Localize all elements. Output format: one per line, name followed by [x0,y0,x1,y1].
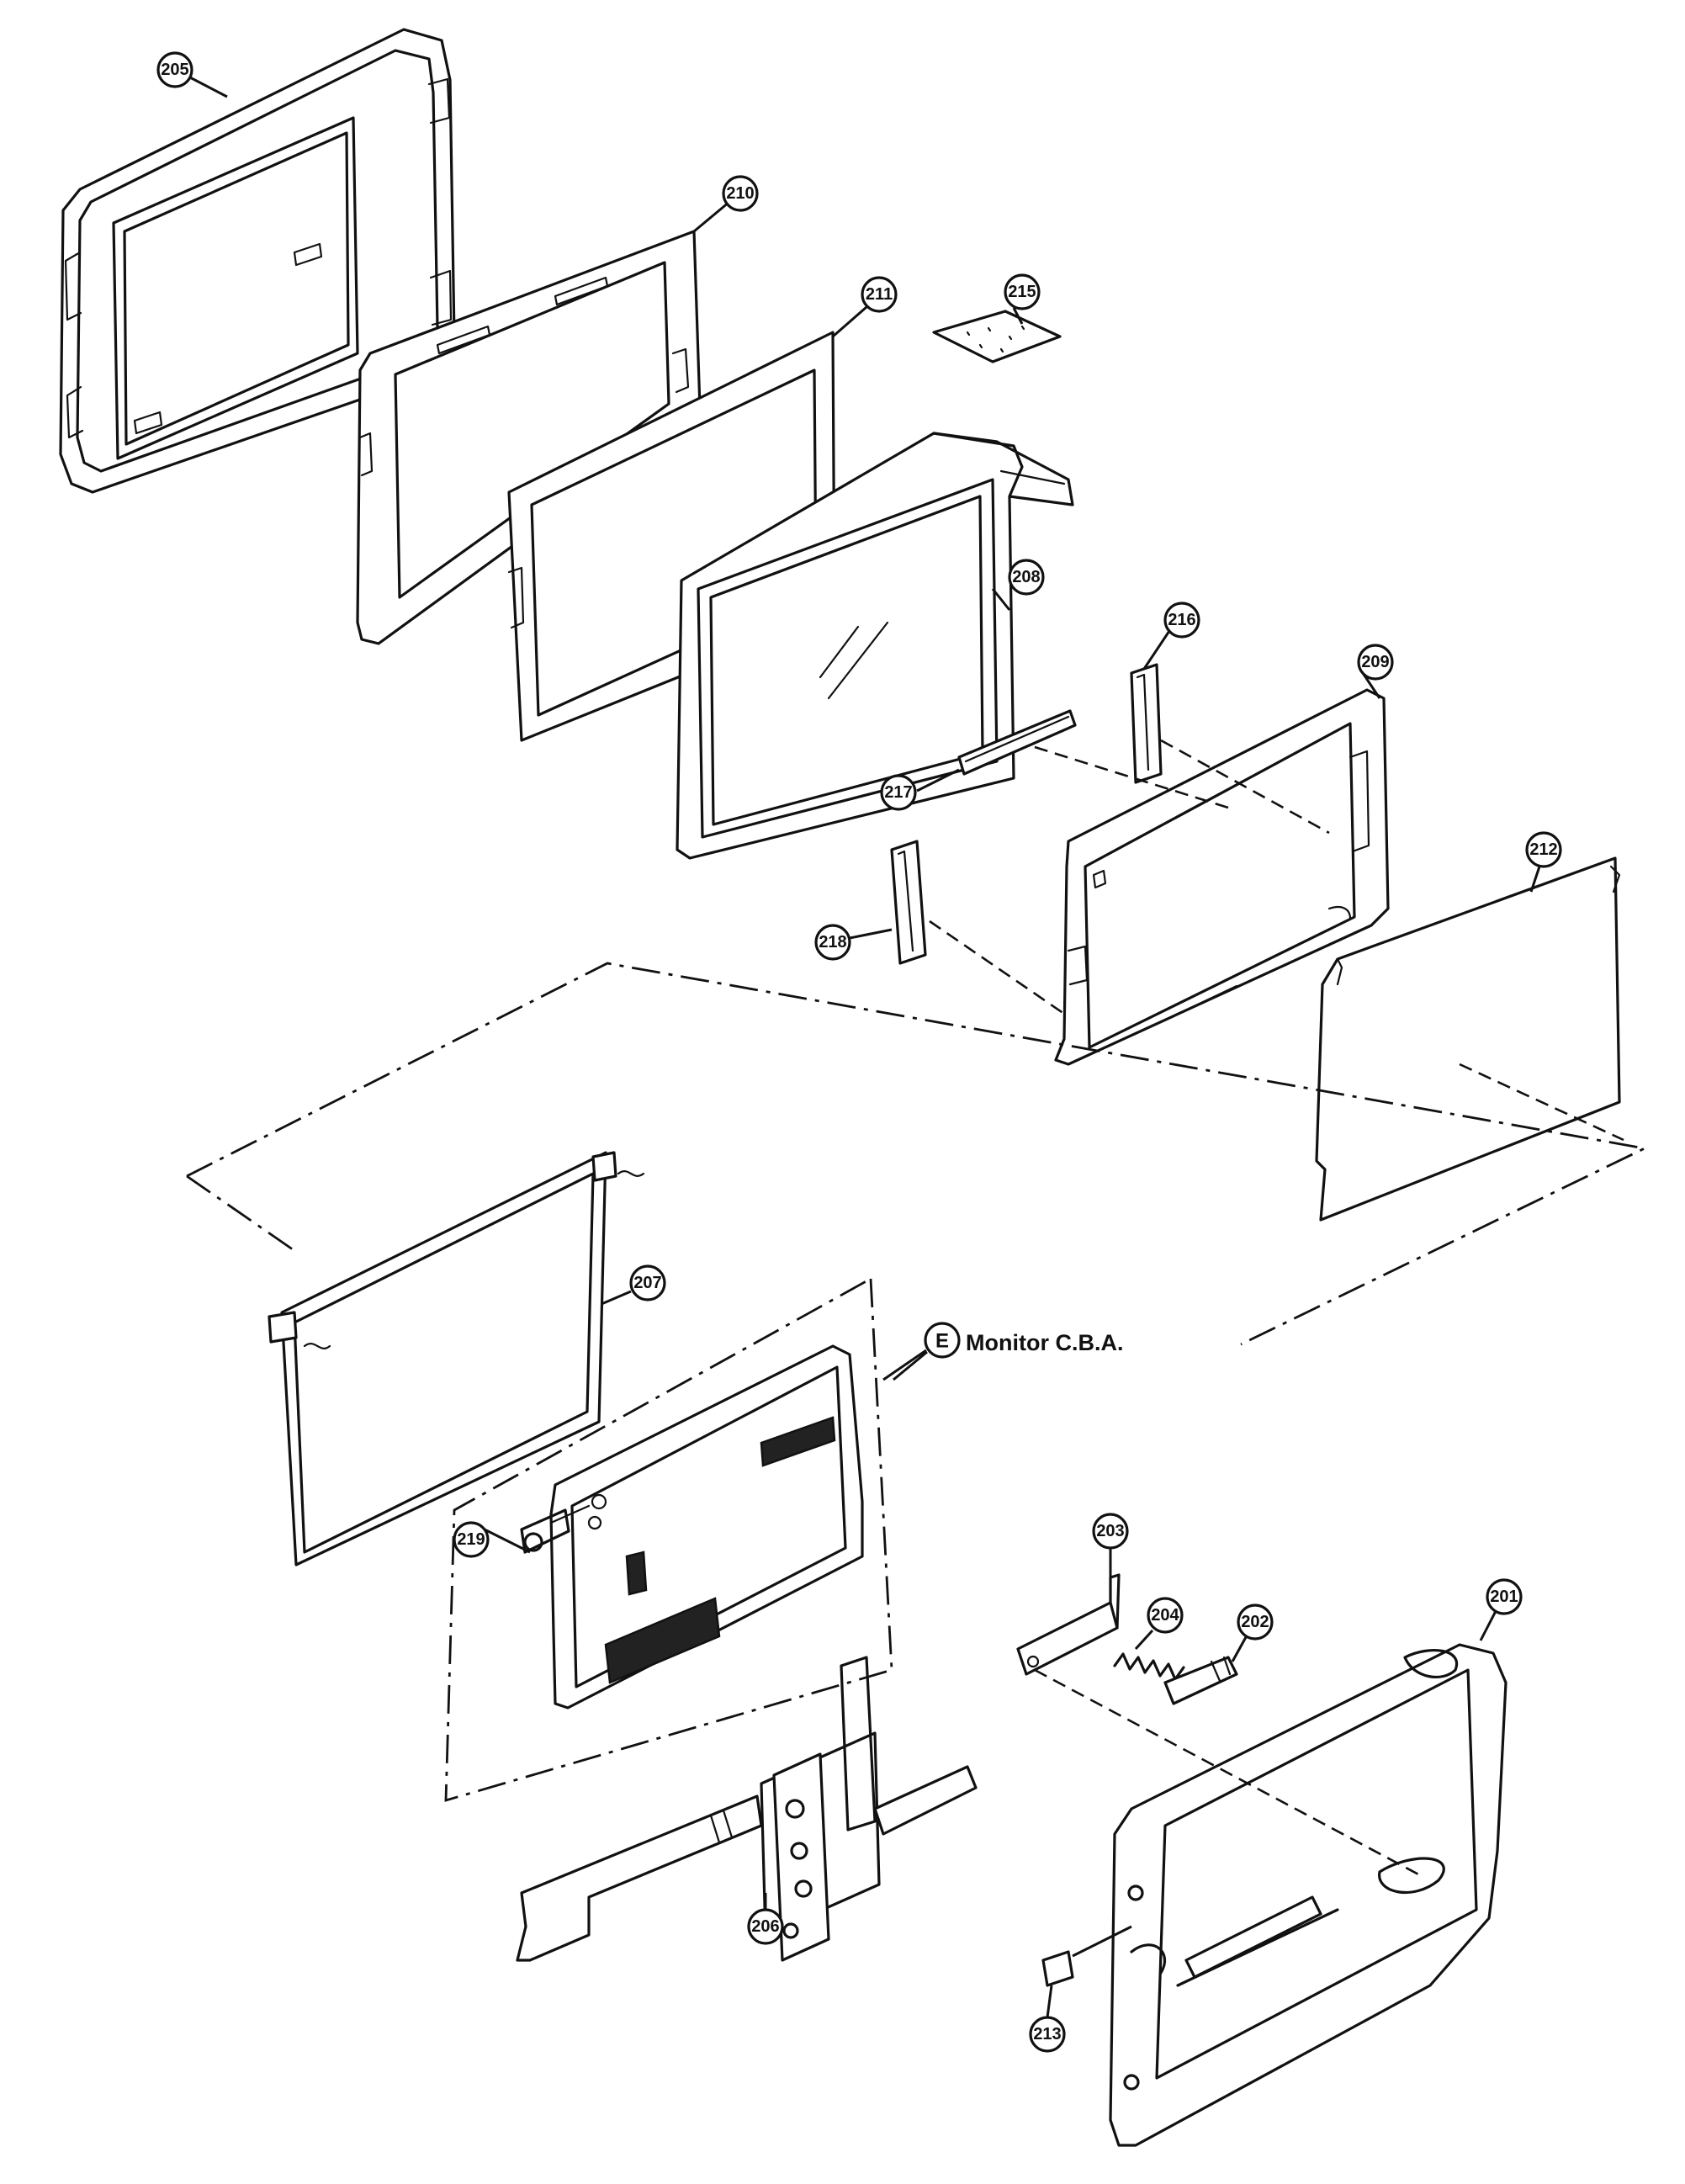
svg-text:216: 216 [1168,611,1195,629]
callout-217: 217 [880,774,917,811]
svg-text:207: 207 [633,1274,661,1292]
svg-text:206: 206 [751,1917,779,1936]
callout-215: 215 [1004,273,1041,310]
svg-text:219: 219 [457,1530,485,1549]
part-217-strip [957,709,1077,776]
part-216-strip [1130,663,1163,784]
part-206-connector [516,1656,978,1962]
callout-209: 209 [1357,644,1394,681]
callout-208: 208 [1008,559,1045,596]
svg-text:E: E [935,1330,949,1353]
svg-text:211: 211 [866,285,893,304]
svg-text:203: 203 [1096,1522,1124,1540]
callout-203: 203 [1092,1513,1129,1550]
svg-text:Monitor C.B.A.: Monitor C.B.A. [966,1330,1123,1355]
part-205-front-bezel [59,28,456,494]
callout-218: 218 [814,924,851,961]
svg-text:212: 212 [1529,840,1557,859]
svg-text:204: 204 [1151,1606,1179,1625]
svg-text:201: 201 [1490,1588,1518,1606]
svg-text:218: 218 [819,933,846,952]
part-215-pad [932,310,1062,363]
part-218-strip [890,840,927,965]
part-209-rear-frame [1054,688,1390,1066]
svg-text:217: 217 [884,783,912,802]
svg-text:208: 208 [1012,568,1040,586]
assembly-callout-monitor-cba: E Monitor C.B.A. [893,1322,1123,1381]
part-202-slide-knob [1163,1656,1238,1705]
svg-text:213: 213 [1033,2025,1061,2044]
callout-205: 205 [156,51,193,88]
callout-210: 210 [722,175,759,212]
svg-text:205: 205 [161,61,188,79]
svg-text:215: 215 [1008,283,1036,301]
part-213-label [1041,1950,1074,1987]
callout-216: 216 [1163,602,1200,639]
part-207-backlight [268,1151,645,1566]
callout-leaders [186,74,1541,2018]
alignment-lines [186,739,1649,1958]
callout-202: 202 [1237,1604,1274,1641]
svg-text:209: 209 [1361,653,1389,671]
part-208-lcd-panel [676,432,1074,860]
svg-text:202: 202 [1241,1613,1269,1631]
callout-211: 211 [861,276,898,313]
callout-213: 213 [1029,2016,1066,2053]
part-204-spring [1113,1652,1185,1681]
callout-207: 207 [629,1264,666,1301]
callout-204: 204 [1147,1597,1184,1634]
callout-201: 201 [1486,1578,1523,1615]
part-203-bracket [1016,1573,1121,1676]
svg-text:210: 210 [726,184,754,203]
callout-219: 219 [453,1521,490,1558]
part-201-rear-case [1109,1643,1507,2147]
monitor-cba-board [520,1344,864,1710]
callout-212: 212 [1525,831,1562,868]
part-212-rear-sheet [1315,856,1621,1222]
callout-206: 206 [747,1908,784,1945]
